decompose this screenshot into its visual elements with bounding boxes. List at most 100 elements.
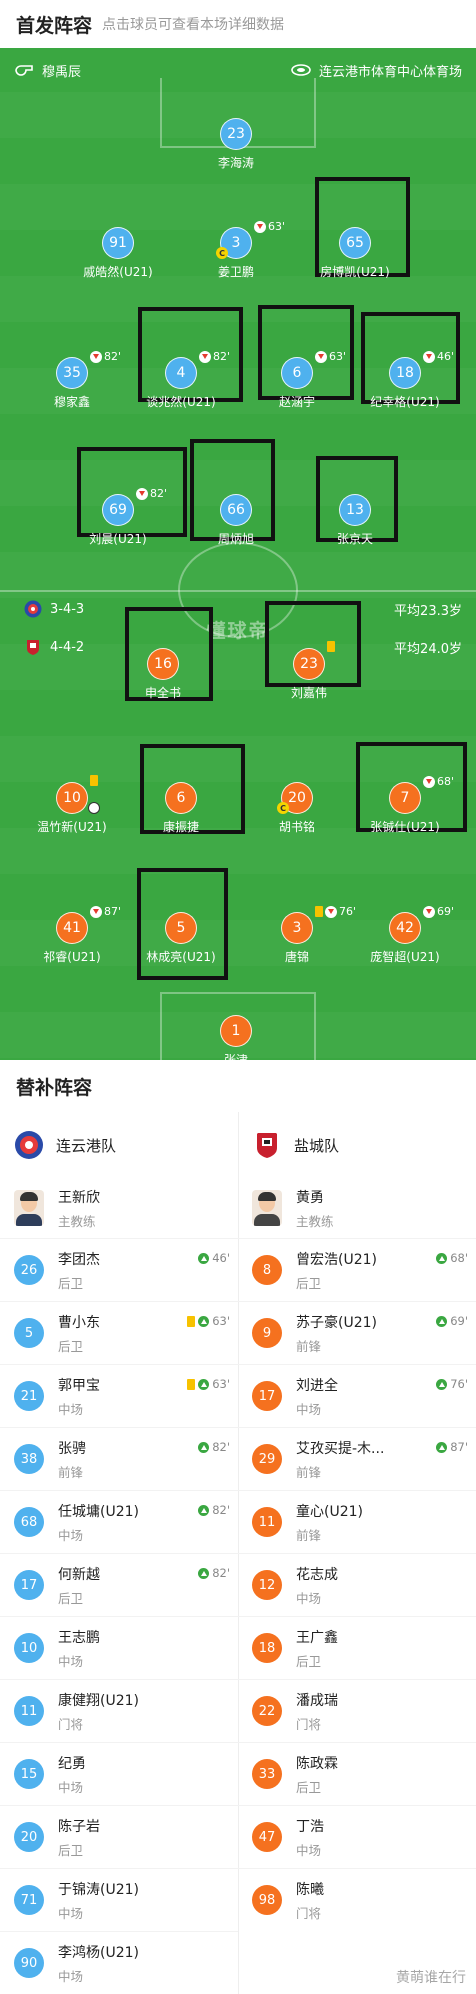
away-avg-age: 平均24.0岁 — [394, 642, 462, 657]
sub-number-circle: 5 — [14, 1318, 44, 1348]
sub-number-circle: 12 — [252, 1570, 282, 1600]
player-name: 刘嘉伟 — [290, 686, 327, 700]
sub-in-icon — [198, 1504, 210, 1516]
away-coach[interactable]: 黄勇 主教练 — [238, 1178, 476, 1238]
sub-position: 中场 — [58, 1401, 84, 1417]
sub-in-icon — [436, 1315, 448, 1327]
sub-text: 李鸿杨(U21)中场 — [58, 1942, 139, 1985]
sub-number-circle: 33 — [252, 1759, 282, 1789]
sub-event: 63' — [187, 1377, 230, 1391]
sub-text: 王广鑫后卫 — [296, 1627, 338, 1670]
yellow-card-icon — [187, 1315, 196, 1327]
sub-number-circle: 11 — [252, 1507, 282, 1537]
highlight-box — [77, 447, 187, 537]
sub-in-minute: 87' — [450, 1440, 468, 1454]
home-team-row[interactable]: 连云港队 — [0, 1112, 238, 1178]
player-number-circle: 3 — [220, 227, 252, 259]
sub-in-icon — [198, 1252, 210, 1264]
player-number-circle: 18 — [389, 357, 421, 389]
player-number-circle: 16 — [147, 648, 179, 680]
footer-watermark: 黄萌谁在行 — [396, 1970, 466, 1986]
sub-text: 曾宏浩(U21)后卫 — [296, 1249, 377, 1292]
sub-number-circle: 21 — [14, 1381, 44, 1411]
sub-in-minute: 82' — [212, 1566, 230, 1580]
home-coach[interactable]: 王新欣 主教练 — [0, 1178, 238, 1238]
player-events: 82' — [199, 350, 230, 363]
away-coach-role: 主教练 — [296, 1213, 334, 1229]
player-name: 张津 — [223, 1053, 248, 1060]
sub-text: 艾孜买提-木...前锋 — [296, 1438, 384, 1481]
sub-text: 张骋前锋 — [58, 1438, 86, 1481]
player-events: 46' — [423, 350, 454, 363]
away-team-row[interactable]: 盐城队 — [238, 1112, 476, 1178]
home-team-logo-icon — [15, 1131, 43, 1159]
sub-out-minute: 82' — [213, 350, 231, 363]
sub-number-circle: 68 — [14, 1507, 44, 1537]
sub-number-circle: 17 — [14, 1570, 44, 1600]
sub-name: 李团杰 — [58, 1251, 100, 1268]
sub-event: 69' — [436, 1314, 468, 1328]
player-name: 姜卫鹏 — [217, 265, 254, 279]
captain-icon: C — [216, 247, 228, 259]
sub-out-minute: 82' — [104, 350, 122, 363]
sub-out-icon — [325, 905, 337, 918]
sub-in-minute: 82' — [212, 1503, 230, 1517]
sub-name: 刘进全 — [296, 1377, 338, 1394]
sub-position: 中场 — [296, 1842, 322, 1858]
highlight-box — [316, 456, 398, 542]
sub-name: 丁浩 — [296, 1818, 324, 1835]
player-number-circle: 3 — [281, 912, 313, 944]
home-formation-text: 3-4-3 — [50, 601, 85, 617]
sub-number-circle: 11 — [14, 1696, 44, 1726]
sub-out-minute: 69' — [437, 905, 455, 918]
sub-out-icon — [199, 350, 211, 363]
sub-position: 后卫 — [296, 1779, 322, 1795]
